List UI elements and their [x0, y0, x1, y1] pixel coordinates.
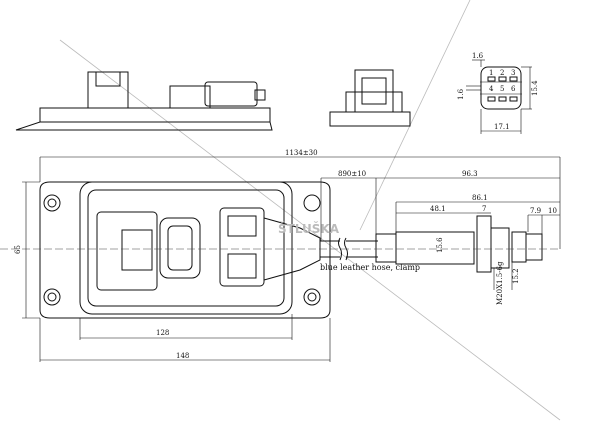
- dim-sensor-length: 96.3: [462, 170, 478, 178]
- watermark-lines: [59, 0, 561, 421]
- dim-tip-a: 7.9: [530, 207, 541, 215]
- dim-module-width: 148: [176, 352, 189, 360]
- dim-thread-diameter: 15.2: [512, 268, 520, 284]
- module-side-view: [15, 71, 273, 131]
- module-top-view: [39, 181, 331, 319]
- dim-connector-width: 17.1: [494, 123, 510, 131]
- pin-label: 4: [489, 85, 494, 93]
- pin-label: 6: [511, 85, 516, 93]
- connector-face-view: 1 2 3 4 5 6 1.6 1.6 15.4 17.1: [457, 52, 539, 134]
- dim-body-length: 48.1: [430, 205, 446, 213]
- dim-probe-length: 86.1: [472, 194, 488, 202]
- pin-label: 1: [489, 69, 493, 77]
- dim-thread: M20X1.5-6g: [496, 261, 504, 305]
- pin-label: 5: [500, 85, 504, 93]
- dim-hex-width: 7: [482, 205, 486, 213]
- connector-side-view: [329, 69, 411, 127]
- dim-cable-length: 890±10: [338, 170, 366, 178]
- hose-note: blue leather hose, clamp: [320, 263, 420, 272]
- sensor-probe: [0, 215, 560, 273]
- pin-label: 2: [500, 69, 504, 77]
- dim-pin-offset: 1.6: [472, 52, 484, 60]
- dimension-lines: [22, 156, 561, 362]
- dim-body-diameter: 15.6: [436, 237, 444, 253]
- dim-overall-length: 1134±30: [285, 149, 318, 157]
- dim-connector-height: 15.4: [531, 80, 539, 96]
- dim-side-offset: 1.6: [457, 88, 465, 100]
- watermark-text: ŠTLUŠKA: [278, 221, 340, 236]
- dim-module-inner-width: 128: [156, 329, 169, 337]
- pin-label: 3: [511, 69, 515, 77]
- dim-tip-b: 10: [548, 207, 557, 215]
- dim-module-height: 65: [14, 245, 22, 254]
